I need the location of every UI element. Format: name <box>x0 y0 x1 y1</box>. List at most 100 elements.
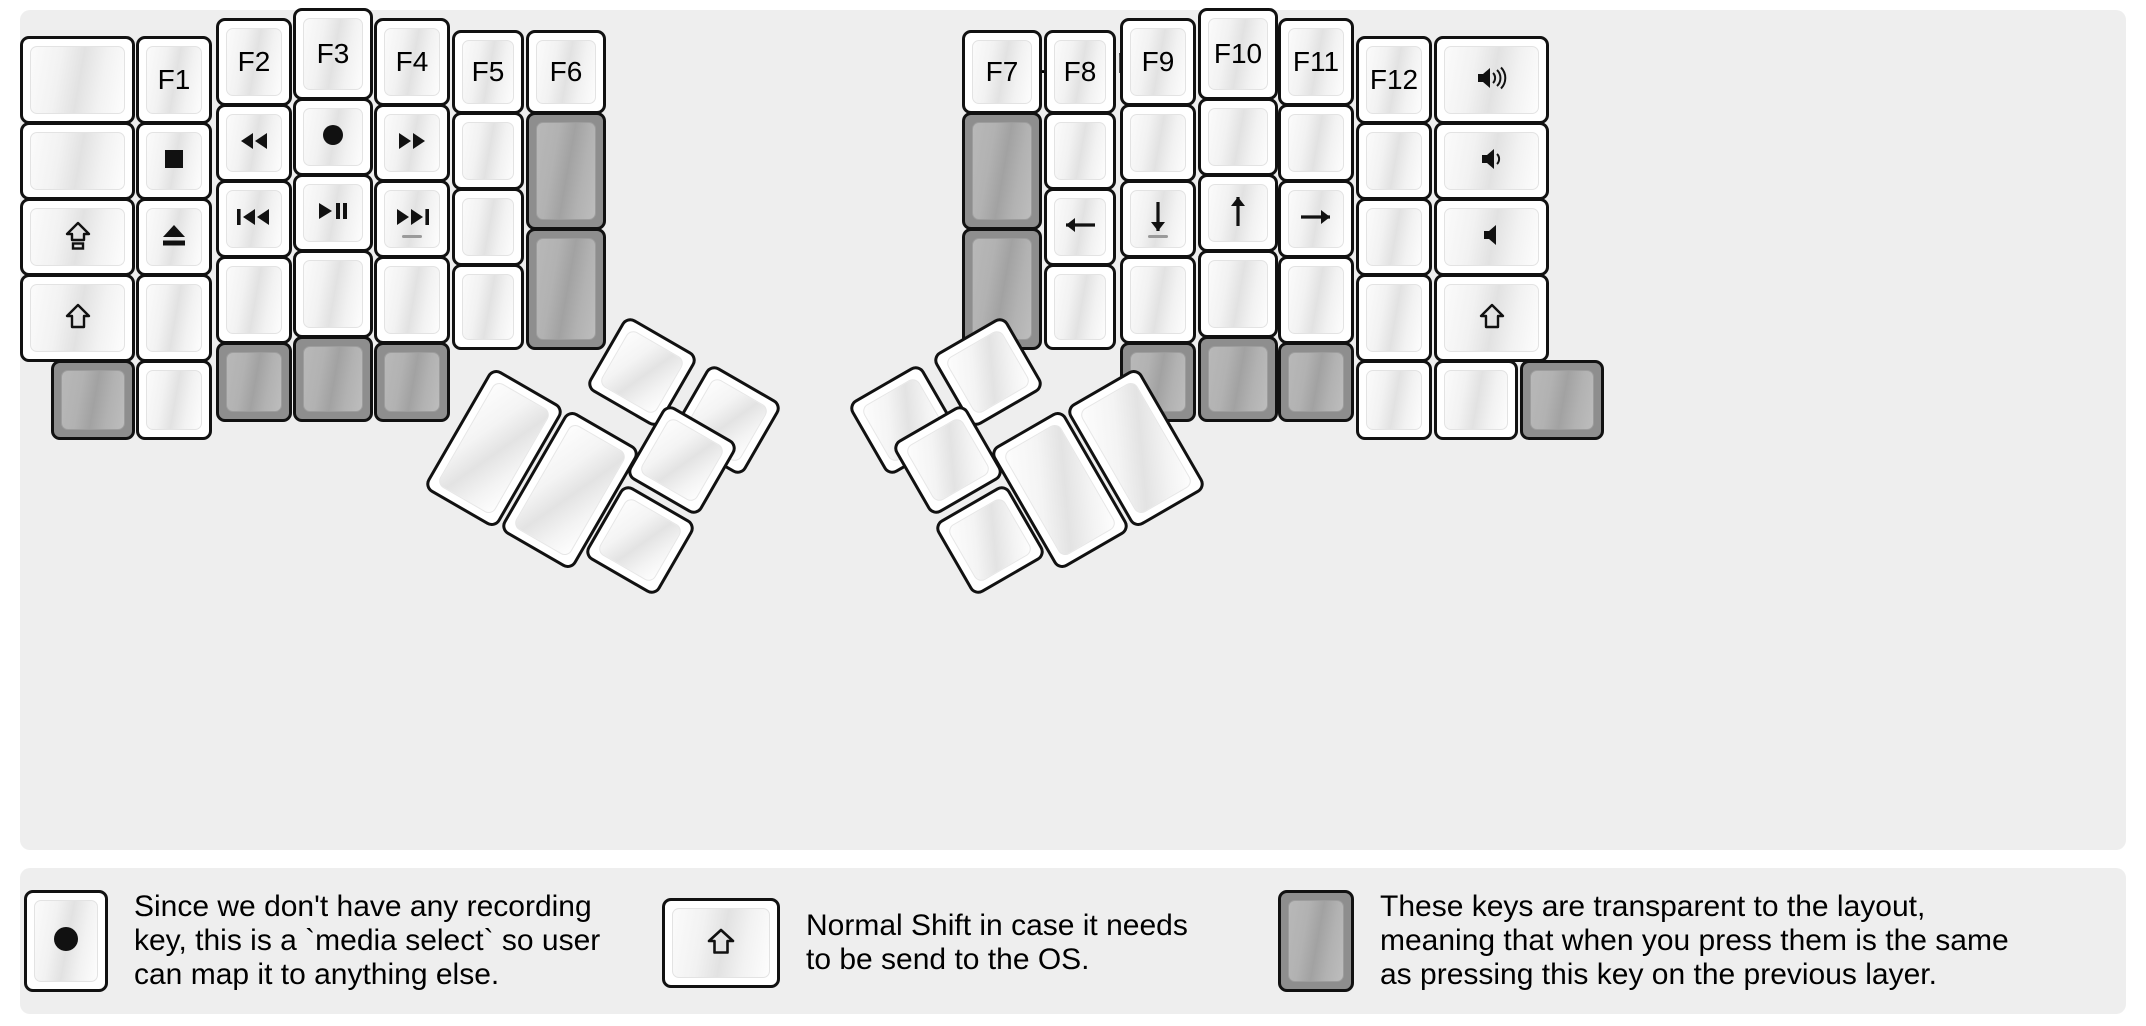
key-left-c4-r1[interactable]: F3 <box>293 8 373 100</box>
key-label: F8 <box>1063 56 1097 87</box>
key-label: F5 <box>471 56 505 87</box>
key-label: F9 <box>1141 46 1175 77</box>
key-left-c1-r2[interactable] <box>20 122 135 200</box>
key-left-c4-r2[interactable] <box>293 98 373 176</box>
key-right-c5-r5[interactable] <box>1278 342 1354 422</box>
volume-up-icon <box>1475 66 1509 95</box>
key-left-c3-r3[interactable] <box>216 180 292 258</box>
legend-caption-shift: Normal Shift in case it needs to be send… <box>806 909 1188 976</box>
key-right-c5-r4[interactable] <box>1278 256 1354 344</box>
arrow-up-icon <box>1228 194 1248 233</box>
key-left-c2-r4[interactable] <box>136 274 212 362</box>
eject-icon <box>161 222 187 253</box>
next-track-icon <box>393 207 431 232</box>
arrow-right-icon <box>1299 207 1333 232</box>
legend-item-record: Since we don't have any recording key, t… <box>24 890 600 992</box>
key-left-c1-r4[interactable] <box>20 274 135 362</box>
key-right-c3-r3[interactable] <box>1120 180 1196 258</box>
key-left-c5-r3[interactable] <box>374 180 450 258</box>
key-right-c3-r2[interactable] <box>1120 104 1196 182</box>
key-right-c1-r2[interactable] <box>962 112 1042 230</box>
key-left-c1-r3[interactable] <box>20 198 135 276</box>
key-right-c6-r1[interactable]: F12 <box>1356 36 1432 124</box>
key-right-c7-r1[interactable] <box>1434 36 1549 124</box>
key-left-c2-r2[interactable] <box>136 122 212 200</box>
legend-caption-record: Since we don't have any recording key, t… <box>134 890 601 991</box>
shift-arrow-icon <box>707 926 735 961</box>
key-right-c6-r4[interactable] <box>1356 274 1432 362</box>
volume-down-icon <box>1479 147 1505 176</box>
record-dot-icon <box>52 925 80 958</box>
key-label: F1 <box>157 64 191 95</box>
key-left-c3-r2[interactable] <box>216 104 292 182</box>
key-left-c6-r3[interactable] <box>452 188 524 266</box>
stop-square-icon <box>163 148 185 175</box>
key-left-c3-r5[interactable] <box>216 342 292 422</box>
key-left-c2-r5[interactable] <box>136 360 212 440</box>
key-left-c1-r1[interactable] <box>20 36 135 124</box>
volume-mute-icon <box>1481 223 1503 252</box>
key-left-c5-r2[interactable] <box>374 104 450 182</box>
arrow-left-icon <box>1063 215 1097 240</box>
key-right-c6-r3[interactable] <box>1356 198 1432 276</box>
key-right-c2-r3[interactable] <box>1044 188 1116 266</box>
key-label: F10 <box>1213 38 1263 69</box>
play-pause-icon <box>316 201 350 226</box>
key-right-c2-r1[interactable]: F8 <box>1044 30 1116 114</box>
legend-item-transparent: These keys are transparent to the layout… <box>1278 890 2009 992</box>
fast-forward-icon <box>395 131 429 156</box>
key-left-c2-r3[interactable] <box>136 198 212 276</box>
legend-panel <box>20 868 2126 1014</box>
legend-item-shift: Normal Shift in case it needs to be send… <box>662 898 1188 988</box>
key-right-c7-r5[interactable] <box>1520 360 1604 440</box>
key-right-c5-r2[interactable] <box>1278 104 1354 182</box>
key-right-c4-r3[interactable] <box>1198 174 1278 252</box>
key-left-c4-r4[interactable] <box>293 250 373 338</box>
key-label: F2 <box>237 46 271 77</box>
key-right-c4-r2[interactable] <box>1198 98 1278 176</box>
key-left-c7-r2[interactable] <box>526 112 606 230</box>
shift-arrow-icon <box>65 302 91 335</box>
key-right-c1-r1[interactable]: F7 <box>962 30 1042 114</box>
key-left-c1-r5[interactable] <box>51 360 135 440</box>
key-left-c2-r1[interactable]: F1 <box>136 36 212 124</box>
key-right-c2-r4[interactable] <box>1044 264 1116 350</box>
legend-key-shift <box>662 898 780 988</box>
homing-bump-indicator <box>1148 235 1168 238</box>
key-left-c5-r4[interactable] <box>374 256 450 344</box>
key-left-c5-r5[interactable] <box>374 342 450 422</box>
key-left-c7-r1[interactable]: F6 <box>526 30 606 114</box>
key-left-c6-r2[interactable] <box>452 112 524 190</box>
key-right-c3-r1[interactable]: F9 <box>1120 18 1196 106</box>
key-label: F7 <box>985 56 1019 87</box>
key-right-c7-r4[interactable] <box>1434 274 1549 362</box>
key-right-c7-r3[interactable] <box>1434 198 1549 276</box>
key-label: F4 <box>395 46 429 77</box>
key-label: F3 <box>316 38 350 69</box>
key-right-c4-r1[interactable]: F10 <box>1198 8 1278 100</box>
key-right-c4-r5[interactable] <box>1198 336 1278 422</box>
arrow-down-icon <box>1148 200 1168 239</box>
legend-key-transparent <box>1278 890 1354 992</box>
key-left-c6-r4[interactable] <box>452 264 524 350</box>
key-right-c7-r5-left[interactable] <box>1434 360 1518 440</box>
key-left-c4-r5[interactable] <box>293 336 373 422</box>
key-right-c2-r2[interactable] <box>1044 112 1116 190</box>
legend-caption-transparent: These keys are transparent to the layout… <box>1380 890 2009 991</box>
key-right-c5-r1[interactable]: F11 <box>1278 18 1354 106</box>
key-right-c4-r4[interactable] <box>1198 250 1278 338</box>
key-right-c3-r4[interactable] <box>1120 256 1196 344</box>
key-label: F11 <box>1292 46 1340 77</box>
key-right-c7-r2[interactable] <box>1434 122 1549 200</box>
key-left-c3-r1[interactable]: F2 <box>216 18 292 106</box>
key-left-c6-r1[interactable]: F5 <box>452 30 524 114</box>
rewind-icon <box>237 131 271 156</box>
key-left-c3-r4[interactable] <box>216 256 292 344</box>
key-left-c5-r1[interactable]: F4 <box>374 18 450 106</box>
key-right-c6-r5[interactable] <box>1356 360 1432 440</box>
key-right-c6-r2[interactable] <box>1356 122 1432 200</box>
key-left-c4-r3[interactable] <box>293 174 373 252</box>
key-right-c5-r3[interactable] <box>1278 180 1354 258</box>
key-left-c7-r3[interactable] <box>526 228 606 350</box>
